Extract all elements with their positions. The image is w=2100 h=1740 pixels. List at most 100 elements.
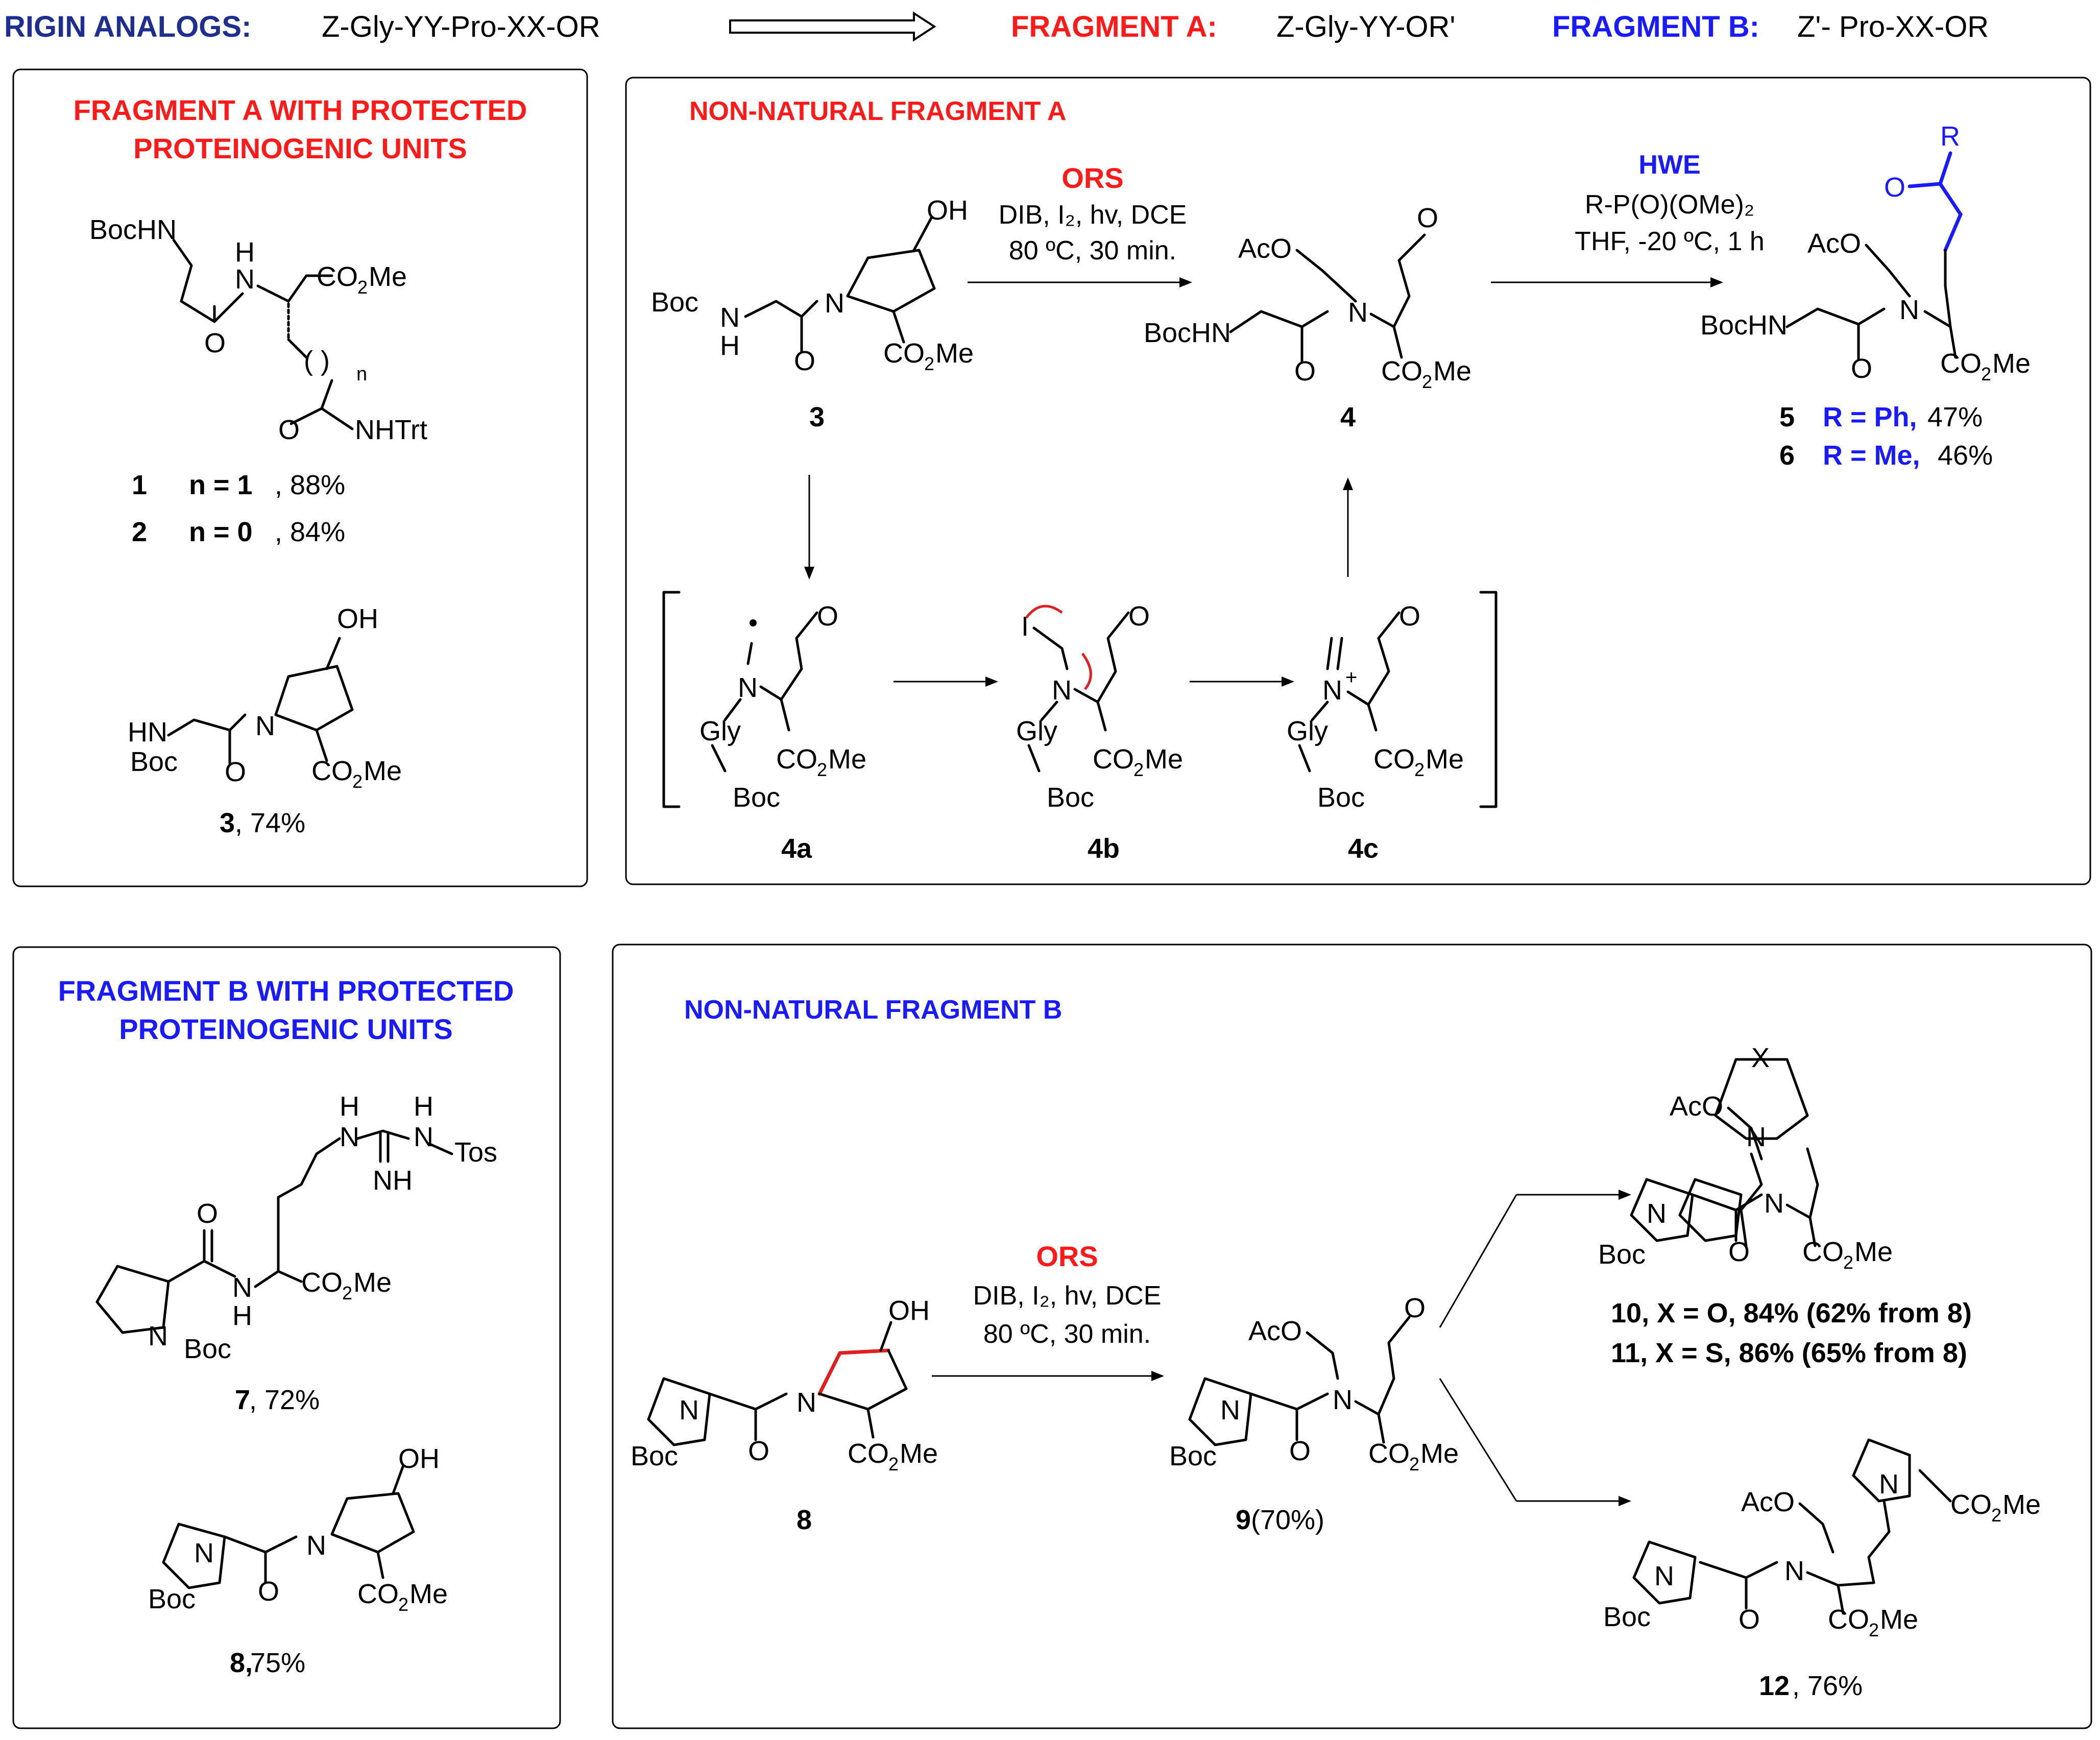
svg-text:O: O: [258, 1576, 279, 1607]
svg-text:+: +: [1345, 666, 1357, 689]
svg-text:Me: Me: [353, 1267, 392, 1298]
structure-intermediate-4c: N + O Gly Boc CO 2 Me: [1287, 601, 1464, 813]
arrow-head-icon: [985, 676, 998, 687]
compound-1-condition: n = 1: [189, 470, 253, 500]
svg-text:2: 2: [817, 759, 827, 780]
structure-compound-10-11: X N AcO N Boc O N CO 2 Me: [1598, 1043, 1893, 1273]
electron-arrow-icon: [1025, 605, 1063, 619]
svg-text:O: O: [225, 757, 246, 787]
structure-compound-7: H H N N Tos NH O N H CO 2 Me N Boc: [95, 1091, 497, 1364]
svg-text:BocHN: BocHN: [89, 214, 177, 245]
structure-compound-3-small: HN Boc O N OH CO 2 Me: [128, 603, 402, 792]
svg-text:CO: CO: [311, 756, 353, 786]
panel-b2-title: NON-NATURAL FRAGMENT B: [684, 995, 1062, 1025]
electron-arrow-icon: [1081, 652, 1092, 690]
svg-text:H: H: [340, 1091, 359, 1122]
svg-text:n: n: [356, 364, 367, 385]
svg-text:H: H: [235, 237, 255, 268]
svg-text:Me: Me: [1433, 356, 1471, 386]
svg-text:O: O: [1417, 203, 1438, 233]
svg-text:Me: Me: [369, 261, 407, 292]
compound-5-r: R = Ph,: [1823, 402, 1917, 432]
svg-text:X: X: [1751, 1043, 1770, 1073]
svg-text:Boc: Boc: [184, 1334, 231, 1364]
compound-12-yield: , 76%: [1792, 1671, 1863, 1701]
svg-text:Tos: Tos: [454, 1137, 497, 1168]
svg-text:2: 2: [1133, 759, 1144, 780]
svg-text:Boc: Boc: [130, 746, 178, 777]
ors-label-a: ORS: [1061, 162, 1123, 194]
svg-text:CO: CO: [1373, 744, 1415, 775]
svg-text:O: O: [817, 601, 838, 632]
panel-fragment-b-protected: FRAGMENT B WITH PROTECTED PROTEINOGENIC …: [12, 946, 561, 1729]
svg-text:N: N: [1647, 1198, 1667, 1229]
arrow-head-icon: [1343, 477, 1353, 490]
svg-text:Gly: Gly: [1016, 716, 1057, 746]
svg-text:Me: Me: [1420, 1438, 1459, 1469]
compound-5-yield: 47%: [1927, 402, 1983, 432]
svg-text:Me: Me: [2002, 1489, 2041, 1520]
svg-text:I: I: [1021, 611, 1029, 642]
svg-text:Me: Me: [935, 338, 974, 369]
ors-label-b: ORS: [1036, 1240, 1098, 1272]
svg-text:2: 2: [1414, 759, 1425, 780]
svg-text:CO: CO: [317, 261, 358, 292]
label-compound-4: 4: [1340, 402, 1356, 432]
arrow-head-icon: [1151, 1371, 1164, 1381]
svg-text:N: N: [738, 672, 758, 703]
svg-text:HN: HN: [128, 717, 167, 747]
compound-8-yield: 75%: [250, 1648, 305, 1678]
svg-text:( ): ( ): [304, 346, 330, 376]
svg-text:CO: CO: [301, 1267, 343, 1298]
svg-text:O: O: [204, 328, 226, 358]
svg-text:Boc: Boc: [1317, 782, 1365, 813]
svg-text:O: O: [1399, 601, 1420, 632]
structure-compound-8-small: N Boc O N OH CO 2 Me: [148, 1443, 448, 1615]
panel-nonnatural-fragment-b: NON-NATURAL FRAGMENT B N Boc O N OH CO 2…: [612, 944, 2092, 1729]
label-compound-5: 5: [1779, 402, 1795, 432]
svg-text:Boc: Boc: [733, 782, 780, 813]
arrow-head-icon: [1619, 1496, 1631, 1506]
svg-text:Boc: Boc: [148, 1584, 196, 1614]
svg-text:OH: OH: [337, 603, 378, 634]
svg-text:OH: OH: [888, 1295, 930, 1326]
svg-text:Me: Me: [409, 1579, 448, 1609]
svg-text:CO: CO: [1950, 1489, 1992, 1520]
svg-text:2: 2: [888, 1454, 899, 1475]
svg-text:O: O: [1728, 1237, 1750, 1267]
panel-nonnatural-fragment-a: NON-NATURAL FRAGMENT A Boc N H O N OH CO…: [625, 77, 2091, 885]
ors-conditions-b-line2: 80 ºC, 30 min.: [983, 1319, 1151, 1349]
panel-b-title-line2: PROTEINOGENIC UNITS: [119, 1013, 452, 1045]
svg-text:R: R: [1940, 121, 1960, 152]
label-compound-8: 8: [796, 1505, 812, 1535]
header-fragment-a-label: FRAGMENT A:: [1011, 10, 1217, 43]
svg-text:O: O: [197, 1198, 218, 1229]
compound-2-number: 2: [132, 517, 147, 547]
label-intermediate-4c: 4c: [1348, 833, 1379, 864]
structure-compound-3: Boc N H O N OH CO 2 Me: [651, 195, 974, 376]
arrow-head-icon: [804, 567, 814, 579]
svg-text:2: 2: [352, 771, 363, 792]
svg-text:2: 2: [398, 1594, 408, 1615]
header-title-label: RIGIN ANALOGS:: [4, 10, 251, 43]
svg-text:2: 2: [924, 353, 934, 374]
svg-text:CO: CO: [776, 744, 817, 775]
svg-text:CO: CO: [1093, 744, 1134, 775]
svg-text:N: N: [720, 302, 740, 333]
svg-text:N: N: [1322, 675, 1342, 706]
retrosynthesis-arrow-icon: [729, 11, 936, 42]
svg-text:OH: OH: [398, 1443, 440, 1474]
svg-text:NHTrt: NHTrt: [355, 415, 427, 445]
header-fragment-a-formula: Z-Gly-YY-OR': [1276, 10, 1456, 43]
svg-text:O: O: [278, 415, 300, 445]
svg-text:N: N: [255, 711, 275, 741]
compound-10-caption: 10, X = O, 84% (62% from 8): [1611, 1298, 1972, 1328]
svg-text:N: N: [232, 1272, 252, 1303]
svg-text:CO: CO: [848, 1438, 889, 1469]
svg-text:O: O: [1404, 1293, 1426, 1323]
label-compound-6: 6: [1779, 440, 1795, 471]
svg-text:AcO: AcO: [1741, 1487, 1795, 1517]
compound-3-number: 3: [220, 808, 235, 838]
structure-compound-5-6: R O AcO BocHN O N CO 2 Me: [1700, 121, 2031, 384]
